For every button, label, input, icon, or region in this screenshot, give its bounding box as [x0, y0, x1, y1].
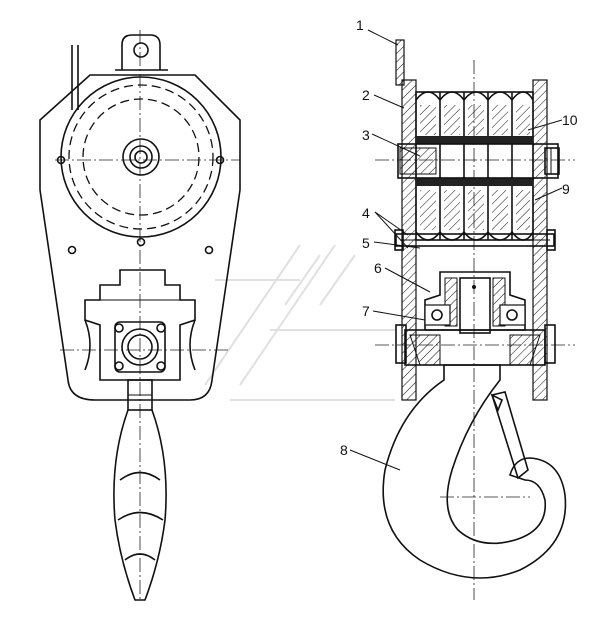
callout-1: 1	[356, 17, 364, 33]
section-view	[375, 39, 575, 600]
callout-6: 6	[374, 260, 382, 276]
callout-labels: 1 2 3 4 5 6 7 8 9 10	[340, 17, 578, 458]
watermark	[204, 244, 395, 401]
leader-lines	[349, 29, 563, 471]
callout-10: 10	[562, 112, 578, 128]
callout-2: 2	[362, 87, 370, 103]
callout-8: 8	[340, 442, 348, 458]
callout-5: 5	[362, 235, 370, 251]
callout-7: 7	[362, 303, 370, 319]
callout-4: 4	[362, 205, 370, 221]
front-view	[39, 30, 241, 601]
sheave-stack	[415, 91, 534, 241]
callout-3: 3	[362, 127, 370, 143]
callout-9: 9	[562, 181, 570, 197]
plate-bolt-icons	[56, 155, 225, 255]
